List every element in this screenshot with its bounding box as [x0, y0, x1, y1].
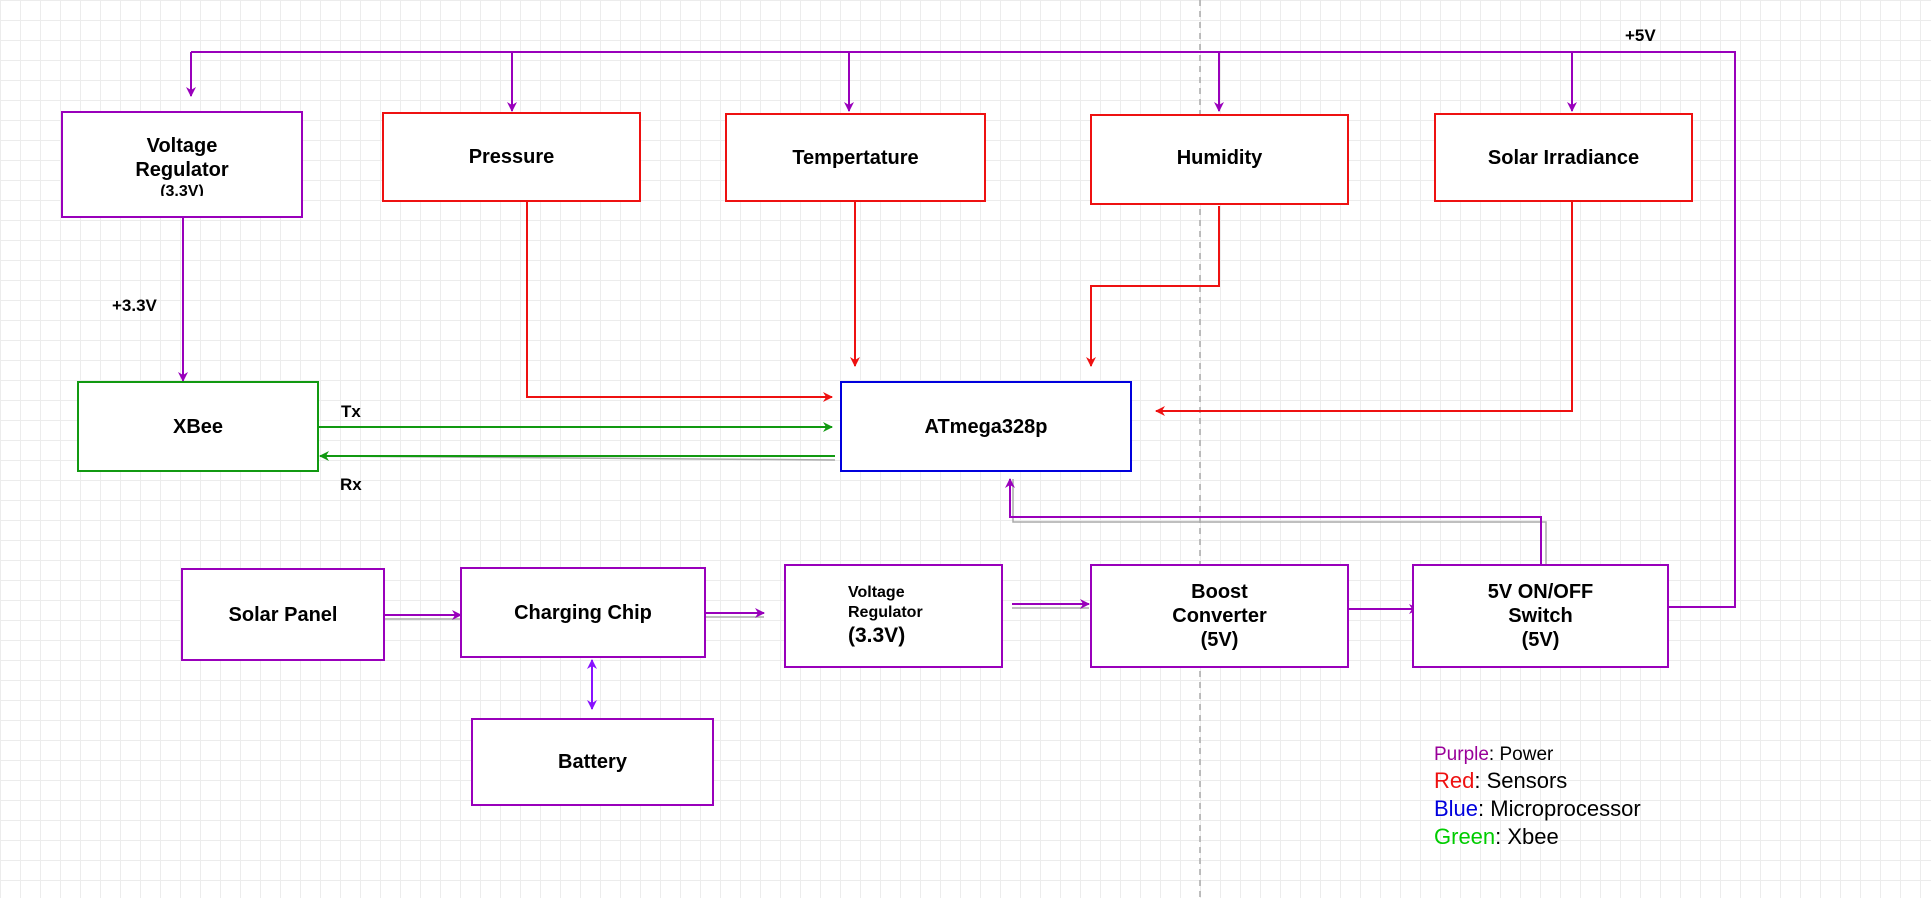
power-chain-lines	[385, 478, 1547, 710]
switch-line3: (5V)	[1521, 629, 1560, 651]
solar-irradiance-sensor-block: Solar Irradiance	[1434, 113, 1693, 202]
humidity-label: Humidity	[1176, 146, 1263, 169]
voltage-regulator-top-line1: Voltage	[146, 134, 218, 157]
legend-value-xbee: : Xbee	[1495, 824, 1559, 849]
legend-item-power: Purple: Power	[1434, 743, 1641, 767]
legend-value-microprocessor: : Microprocessor	[1478, 796, 1641, 821]
legend-item-sensors: Red: Sensors	[1434, 767, 1641, 795]
power-bus-5v	[186, 51, 1736, 608]
switch-5v-block: 5V ON/OFF Switch (5V)	[1412, 564, 1669, 668]
solar-panel-block: Solar Panel	[181, 568, 385, 661]
temperature-sensor-block: Tempertature	[725, 113, 986, 202]
solar-panel-label: Solar Panel	[228, 603, 338, 626]
voltage-regulator-bottom-line3: (3.3V)	[848, 623, 906, 647]
switch-line1: 5V ON/OFF	[1487, 581, 1594, 603]
charging-chip-label: Charging Chip	[514, 601, 652, 624]
pressure-label: Pressure	[468, 146, 555, 168]
xbee-label: XBee	[172, 415, 224, 438]
atmega-label: ATmega328p	[924, 415, 1048, 438]
solar-irradiance-label: Solar Irradiance	[1487, 146, 1640, 169]
charging-chip-block: Charging Chip	[460, 567, 706, 658]
legend-value-sensors: : Sensors	[1474, 768, 1568, 793]
legend-item-xbee: Green: Xbee	[1434, 823, 1641, 851]
rx-label: Rx	[340, 475, 362, 494]
voltage-regulator-top-line2: Regulator	[135, 158, 229, 181]
temperature-label: Tempertature	[792, 146, 919, 169]
sensor-lines	[526, 202, 1573, 416]
voltage-regulator-bottom-line2: Regulator	[848, 603, 923, 621]
humidity-sensor-block: Humidity	[1090, 114, 1349, 205]
tx-label: Tx	[341, 402, 361, 421]
boost-line3: (5V)	[1200, 629, 1239, 651]
voltage-regulator-bottom-block: Voltage Regulator (3.3V)	[784, 564, 1003, 668]
boost-line2: Converter	[1172, 605, 1267, 627]
xbee-block: XBee	[77, 381, 319, 472]
plus-5v-label: +5V	[1625, 26, 1656, 45]
battery-label: Battery	[558, 751, 627, 773]
voltage-regulator-top-line3: (3.3V)	[160, 182, 204, 196]
legend-key-blue: Blue	[1434, 796, 1479, 821]
voltage-regulator-bottom-line1: Voltage	[848, 583, 905, 601]
legend-key-red: Red	[1434, 768, 1475, 793]
legend-value-power: : Power	[1488, 744, 1554, 765]
voltage-regulator-top-block: Voltage Regulator (3.3V)	[61, 111, 303, 218]
xbee-lines	[319, 422, 836, 461]
boost-line1: Boost	[1191, 581, 1248, 603]
pressure-sensor-block: Pressure	[382, 112, 641, 202]
switch-line2: Switch	[1508, 605, 1573, 627]
battery-block: Battery	[471, 718, 714, 806]
boost-converter-block: Boost Converter (5V)	[1090, 564, 1349, 668]
plus-3v3-label: +3.3V	[112, 296, 157, 315]
legend-key-green: Green	[1434, 824, 1496, 849]
legend-key-purple: Purple	[1434, 744, 1489, 765]
color-legend: Purple: Power Red: Sensors Blue: Micropr…	[1434, 743, 1641, 851]
atmega328p-block: ATmega328p	[840, 381, 1132, 472]
legend-item-microprocessor: Blue: Microprocessor	[1434, 795, 1641, 823]
